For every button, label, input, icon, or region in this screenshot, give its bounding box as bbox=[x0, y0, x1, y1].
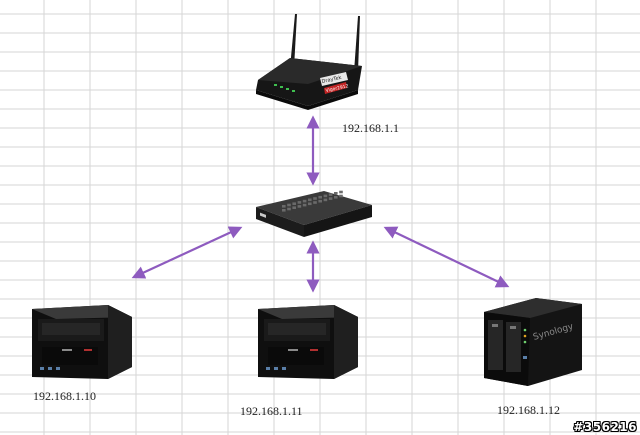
switch-nas-link bbox=[383, 226, 510, 288]
pc-middle-ip-label: 192.168.1.11 bbox=[240, 404, 303, 418]
router-brand-label: DrayTek bbox=[321, 75, 342, 85]
switch-icon bbox=[256, 190, 372, 237]
router-ip-label: 192.168.1.1 bbox=[342, 121, 399, 135]
router-model-label: Vigor2912 bbox=[325, 83, 349, 94]
watermark: #356216 bbox=[573, 420, 637, 434]
router-icon: DrayTek Vigor2912 bbox=[256, 14, 362, 110]
pc-left-ip-label: 192.168.1.10 bbox=[33, 389, 96, 403]
desktop-pc-icon bbox=[32, 305, 132, 379]
nas-icon: Synology bbox=[484, 298, 582, 386]
switch-pc-left-link bbox=[131, 226, 243, 279]
desktop-pc-icon bbox=[258, 305, 358, 379]
nas-ip-label: 192.168.1.12 bbox=[497, 403, 560, 417]
